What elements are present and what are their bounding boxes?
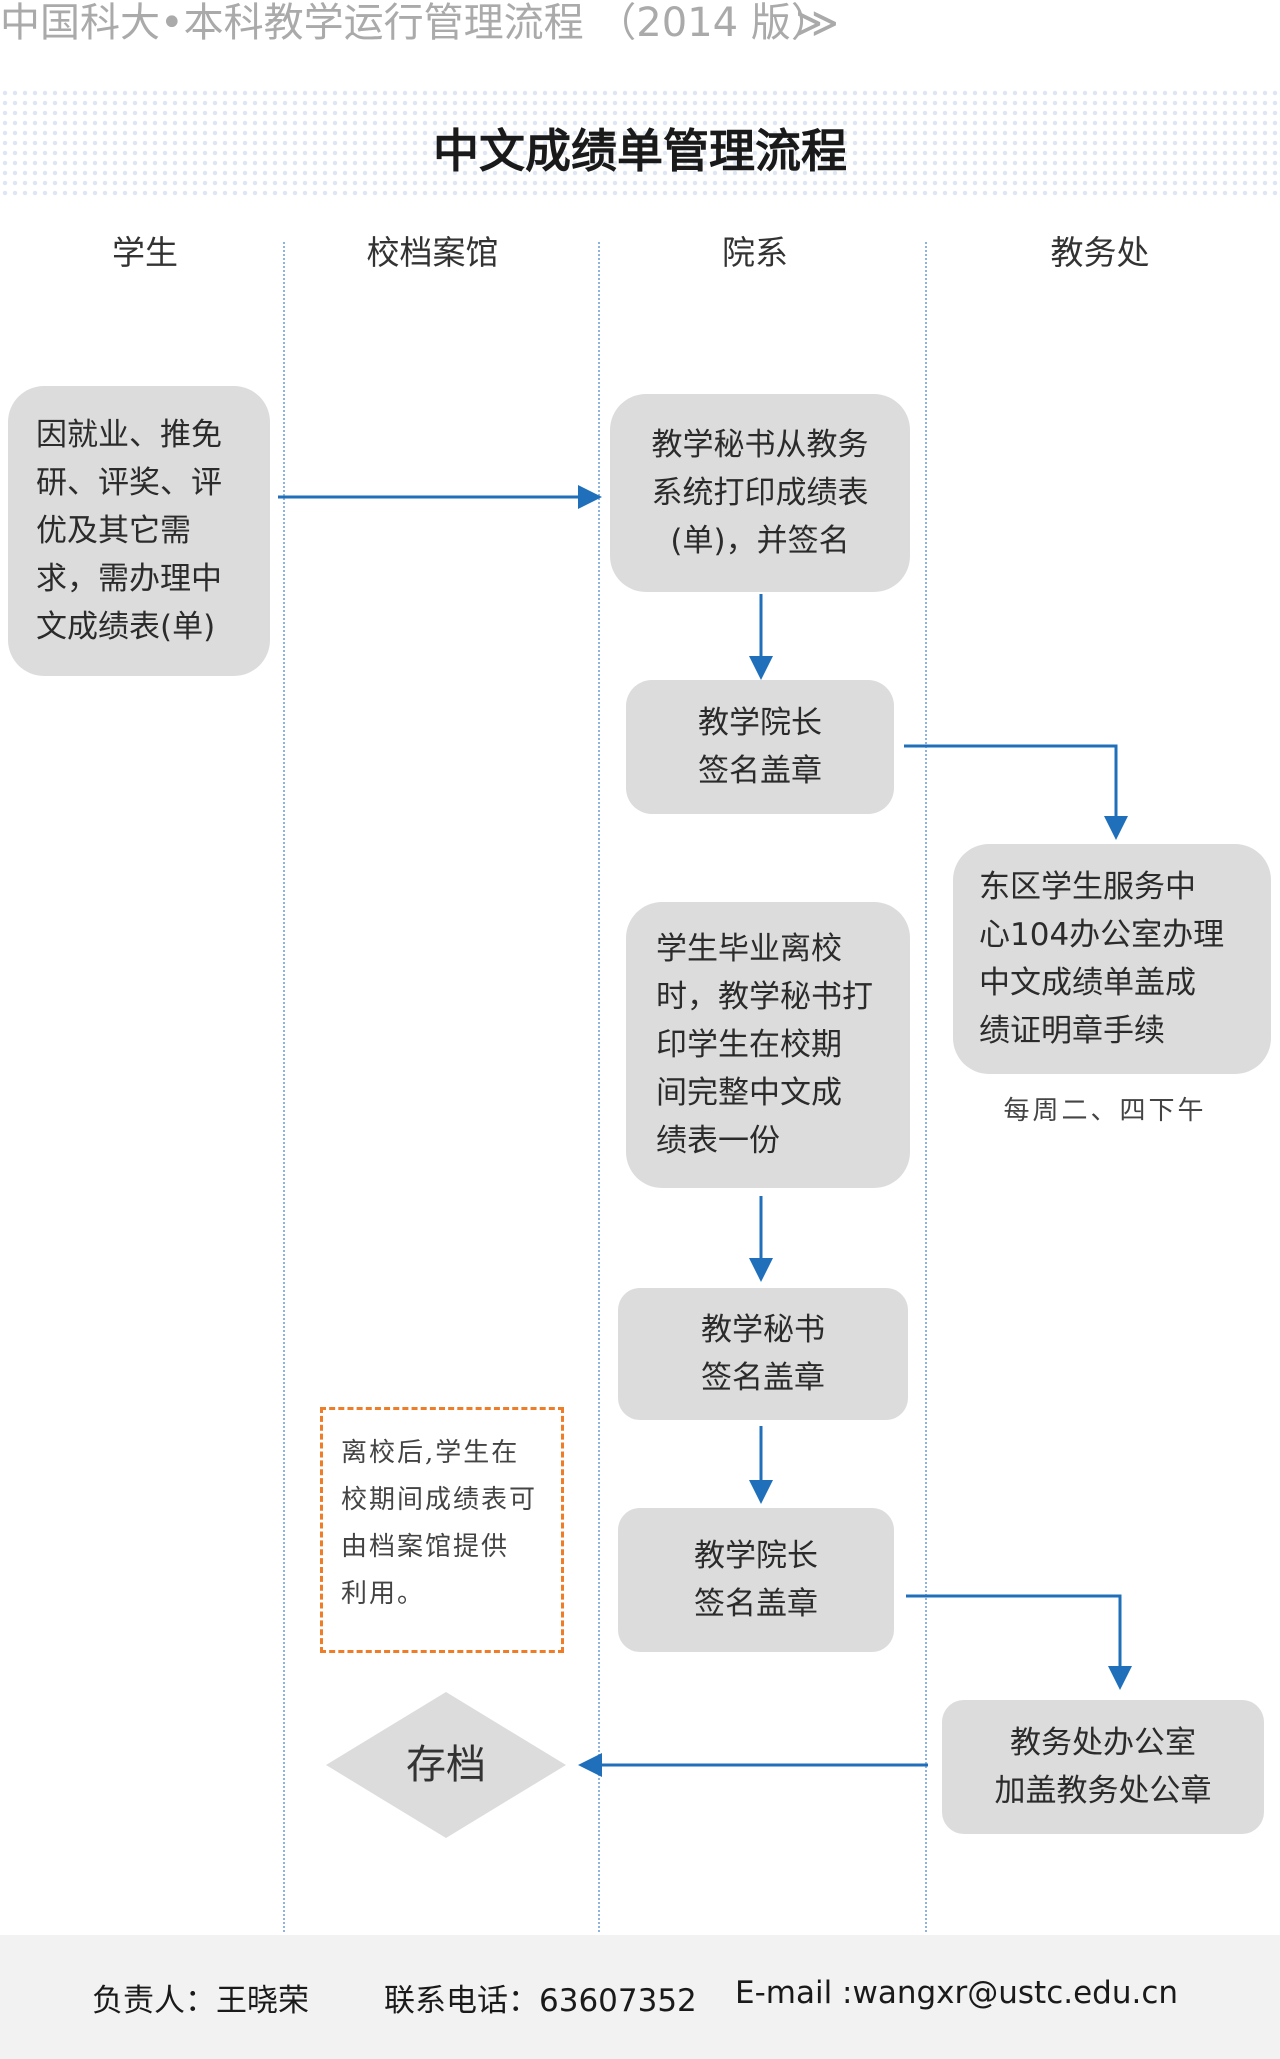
lane-header-department: 院系 [722, 233, 788, 272]
step-dean-sign-1: 教学院长 签名盖章 [626, 680, 894, 814]
step-dean-sign-2-text: 教学院长 签名盖章 [694, 1538, 818, 1622]
chevron-right-icon: ≫ [795, 0, 839, 47]
schedule-note: 每周二、四下午 [1003, 1096, 1207, 1126]
step-secretary-print-text: 教学秘书从教务 系统打印成绩表 (单)，并签名 [651, 427, 869, 559]
archive-label: 存档 [406, 1742, 486, 1788]
lane-header-student: 学生 [112, 233, 178, 272]
lane-header-academic-affairs: 教务处 [1050, 233, 1150, 272]
lane-header-archives: 校档案馆 [366, 233, 499, 272]
step-student-request: 因就业、推免 研、评奖、评 优及其它需 求，需办理中 文成绩表(单) [8, 386, 270, 676]
step-student-request-text: 因就业、推免 研、评奖、评 优及其它需 求，需办理中 文成绩表(单) [36, 417, 222, 645]
contact-person: 负责人：王晓荣 [92, 1983, 309, 2019]
contact-email: E-mail :wangxr@ustc.edu.cn [735, 1975, 1179, 2011]
archive-note: 离校后,学生在 校期间成绩表可 由档案馆提供 利用。 [320, 1407, 564, 1653]
step-dean-sign-1-text: 教学院长 签名盖章 [698, 705, 822, 789]
footer: 负责人：王晓荣 联系电话：63607352 E-mail :wangxr@ust… [0, 1935, 1280, 2059]
step-graduation-print-text: 学生毕业离校 时，教学秘书打 印学生在校期 间完整中文成 绩表一份 [656, 931, 873, 1159]
archive-diamond [326, 1692, 566, 1838]
page-title: 中文成绩单管理流程 [433, 124, 847, 178]
step-graduation-print: 学生毕业离校 时，教学秘书打 印学生在校期 间完整中文成 绩表一份 [626, 902, 910, 1188]
step-secretary-sign-text: 教学秘书 签名盖章 [701, 1312, 825, 1396]
step-east-center-text: 东区学生服务中 心104办公室办理 中文成绩单盖成 绩证明章手续 [979, 869, 1225, 1049]
arrow-dean-to-center [904, 744, 1128, 840]
page-header: 中国科大•本科教学运行管理流程 （2014 版） ≫ [0, 0, 980, 50]
arrow-dean-to-office [906, 1594, 1132, 1690]
lane-divider [598, 242, 600, 1932]
lane-divider [283, 242, 285, 1932]
step-secretary-print: 教学秘书从教务 系统打印成绩表 (单)，并签名 [610, 394, 910, 592]
step-secretary-sign: 教学秘书 签名盖章 [618, 1288, 908, 1420]
step-east-center: 东区学生服务中 心104办公室办理 中文成绩单盖成 绩证明章手续 [953, 844, 1271, 1074]
step-office-stamp: 教务处办公室 加盖教务处公章 [942, 1700, 1264, 1834]
step-dean-sign-2: 教学院长 签名盖章 [618, 1508, 894, 1652]
lane-divider [925, 242, 927, 1932]
contact-phone: 联系电话：63607352 [384, 1983, 697, 2019]
step-office-stamp-text: 教务处办公室 加盖教务处公章 [994, 1725, 1212, 1809]
title-band [0, 88, 1280, 198]
page-header-text: 中国科大•本科教学运行管理流程 （2014 版） [0, 0, 831, 46]
